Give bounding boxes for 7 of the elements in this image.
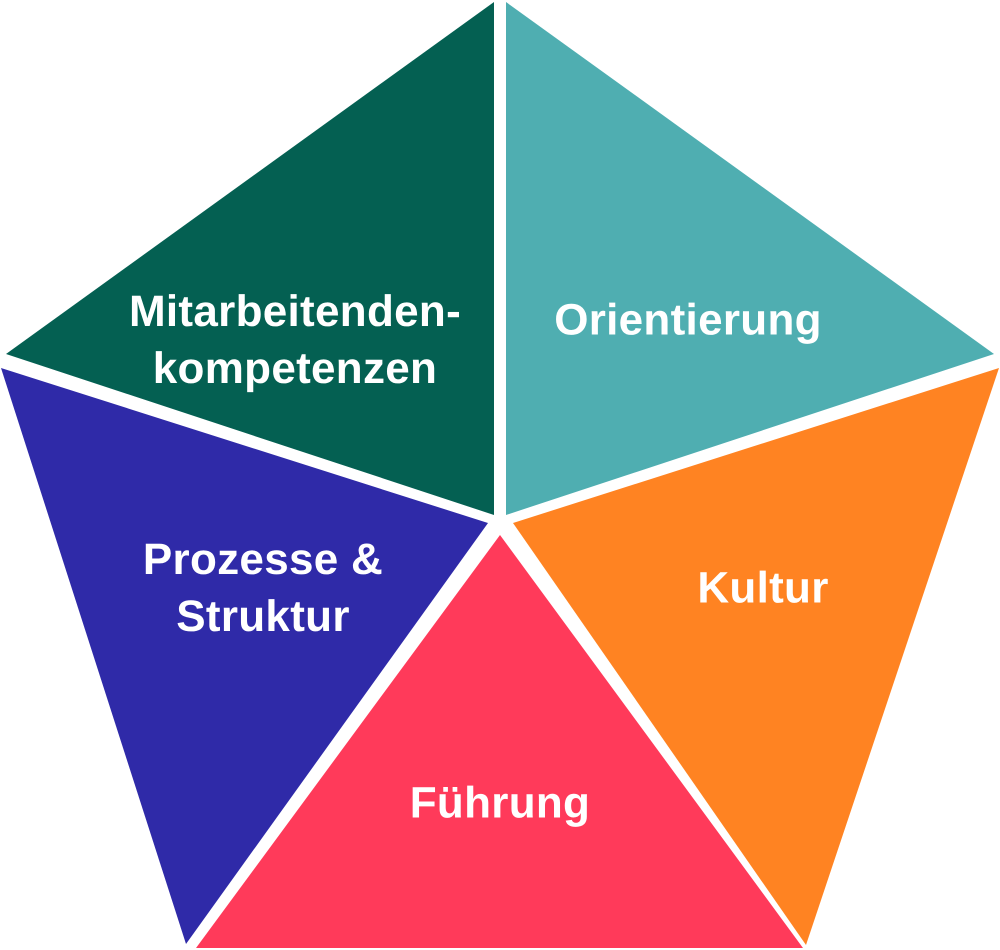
segment-label: Orientierung bbox=[553, 294, 823, 346]
segment-label: Führung bbox=[408, 778, 592, 830]
segment-label: Kultur bbox=[696, 562, 830, 614]
segment-label: Prozesse & Struktur bbox=[142, 534, 384, 643]
segment-label: Mitarbeitenden- kompetenzen bbox=[128, 286, 462, 395]
triangle-segment bbox=[506, 2, 994, 515]
triangle-segment bbox=[6, 2, 494, 515]
